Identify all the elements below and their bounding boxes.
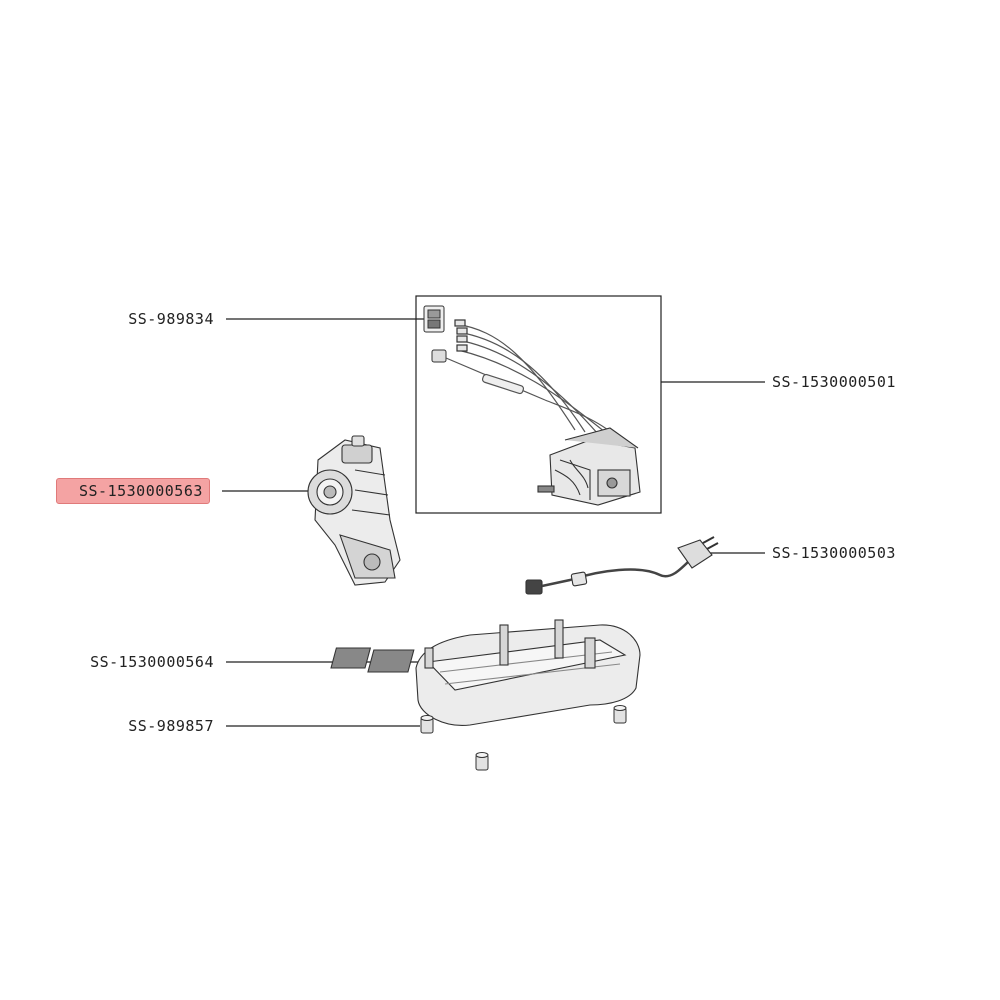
feet-part bbox=[420, 705, 627, 771]
leader-lines bbox=[222, 318, 765, 727]
pump-gear-part bbox=[307, 435, 401, 586]
power-cord-part bbox=[525, 536, 719, 595]
switch-part bbox=[423, 305, 447, 363]
motor-kit-box bbox=[415, 295, 662, 514]
base-housing-part bbox=[330, 619, 641, 726]
part-label-base-housing[interactable]: SS-1530000564 bbox=[90, 653, 214, 671]
motor-harness-part bbox=[445, 319, 641, 506]
part-label-power-cord[interactable]: SS-1530000503 bbox=[772, 544, 896, 562]
part-label-motor-harness[interactable]: SS-1530000501 bbox=[772, 373, 896, 391]
part-label-feet[interactable]: SS-989857 bbox=[128, 717, 214, 735]
part-label-pump-gear[interactable]: SS-1530000563 bbox=[56, 478, 210, 504]
part-label-switch[interactable]: SS-989834 bbox=[128, 310, 214, 328]
